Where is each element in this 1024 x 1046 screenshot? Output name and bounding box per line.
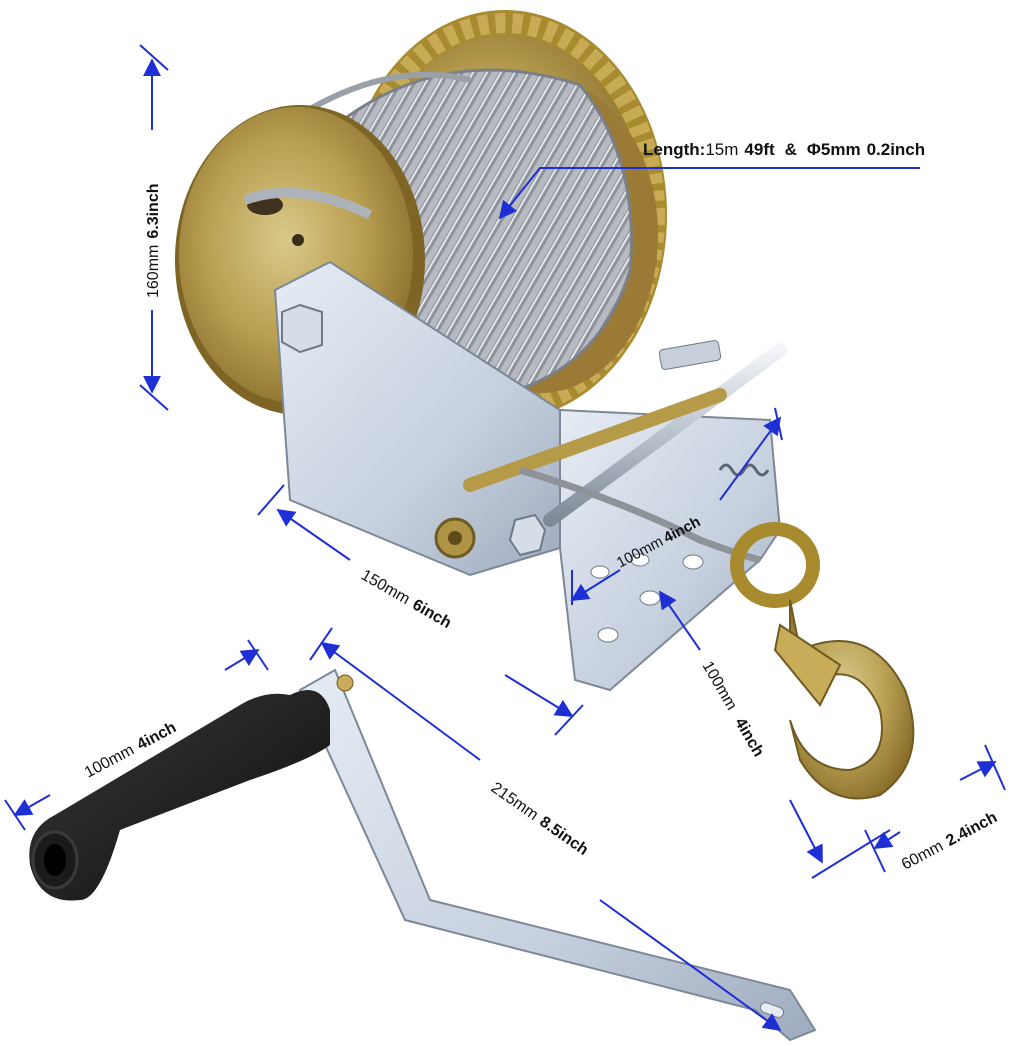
depth-dimension-label: 100mm4inch <box>699 659 767 760</box>
dimension-lines <box>4 44 1006 1032</box>
hook-width-dimension-label: 60mm2.4inch <box>899 809 1000 874</box>
snap-hook-icon <box>518 466 915 800</box>
spring-icon <box>718 463 770 477</box>
hand-winch-icon <box>175 10 787 692</box>
side-plate-icon <box>273 260 561 577</box>
arm-dimension-label: 215mm8.5inch <box>488 779 592 859</box>
crank-handle-icon <box>29 668 817 1042</box>
handle-grip-icon <box>29 690 331 901</box>
height-dimension-label: 160mm6.3inch <box>145 184 162 299</box>
base-length-dimension-label: 150mm6inch <box>358 567 454 632</box>
